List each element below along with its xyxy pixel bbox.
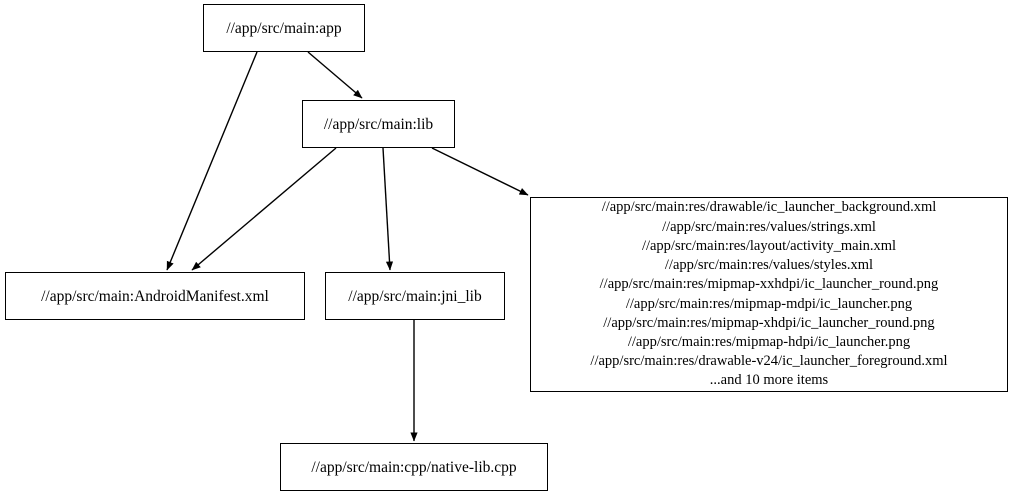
graph-edge-lib-to-jni_lib: [382, 147, 394, 271]
graph-node-app-label: //app/src/main:app: [226, 19, 342, 37]
graph-node-res-group[interactable]: //app/src/main:res/drawable/ic_launcher_…: [530, 197, 1008, 392]
graph-edge-lib-to-manifest: [191, 147, 337, 271]
graph-node-native-lib-cpp[interactable]: //app/src/main:cpp/native-lib.cpp: [280, 443, 548, 491]
graph-node-jni-lib-label: //app/src/main:jni_lib: [348, 287, 482, 305]
graph-node-native-lib-cpp-label: //app/src/main:cpp/native-lib.cpp: [311, 458, 517, 476]
graph-edge-lib-to-res: [431, 147, 529, 196]
graph-edge-app-to-manifest: [166, 51, 258, 271]
graph-node-res-group-label: //app/src/main:res/drawable/ic_launcher_…: [590, 199, 948, 389]
graph-node-lib-label: //app/src/main:lib: [323, 115, 434, 133]
graph-node-androidmanifest-label: //app/src/main:AndroidManifest.xml: [41, 287, 269, 305]
graph-edge-app-to-lib: [307, 51, 363, 99]
graph-node-androidmanifest[interactable]: //app/src/main:AndroidManifest.xml: [5, 272, 305, 320]
graph-node-lib[interactable]: //app/src/main:lib: [302, 100, 455, 148]
graph-node-jni-lib[interactable]: //app/src/main:jni_lib: [325, 272, 505, 320]
graph-node-app[interactable]: //app/src/main:app: [203, 4, 365, 52]
